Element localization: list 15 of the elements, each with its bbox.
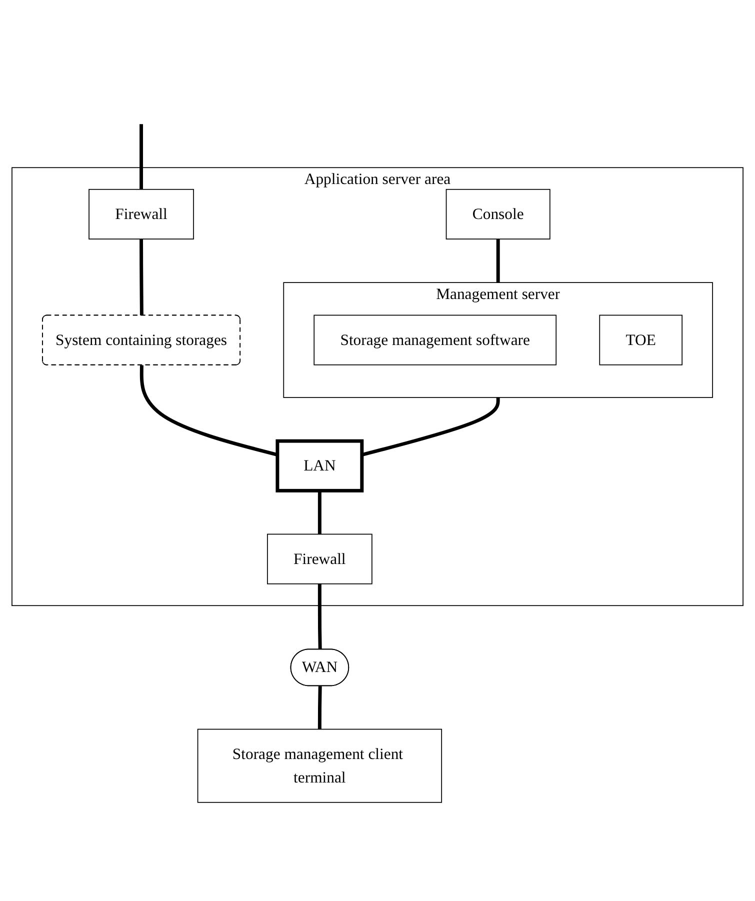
node-box: Storage management software [314, 315, 557, 366]
node-box: Firewall [267, 534, 372, 585]
node-box: Firewall [88, 189, 194, 240]
connector [318, 490, 322, 535]
node-box: TOE [599, 315, 682, 366]
node-box: Console [446, 189, 550, 240]
connector [140, 239, 144, 316]
connector [361, 398, 500, 457]
connector [496, 239, 500, 283]
connector [140, 366, 278, 457]
connector [318, 584, 322, 650]
node-box: Storage management client terminal [197, 729, 442, 804]
connector [140, 124, 144, 190]
node-box: LAN [276, 440, 364, 493]
connector [318, 686, 322, 730]
